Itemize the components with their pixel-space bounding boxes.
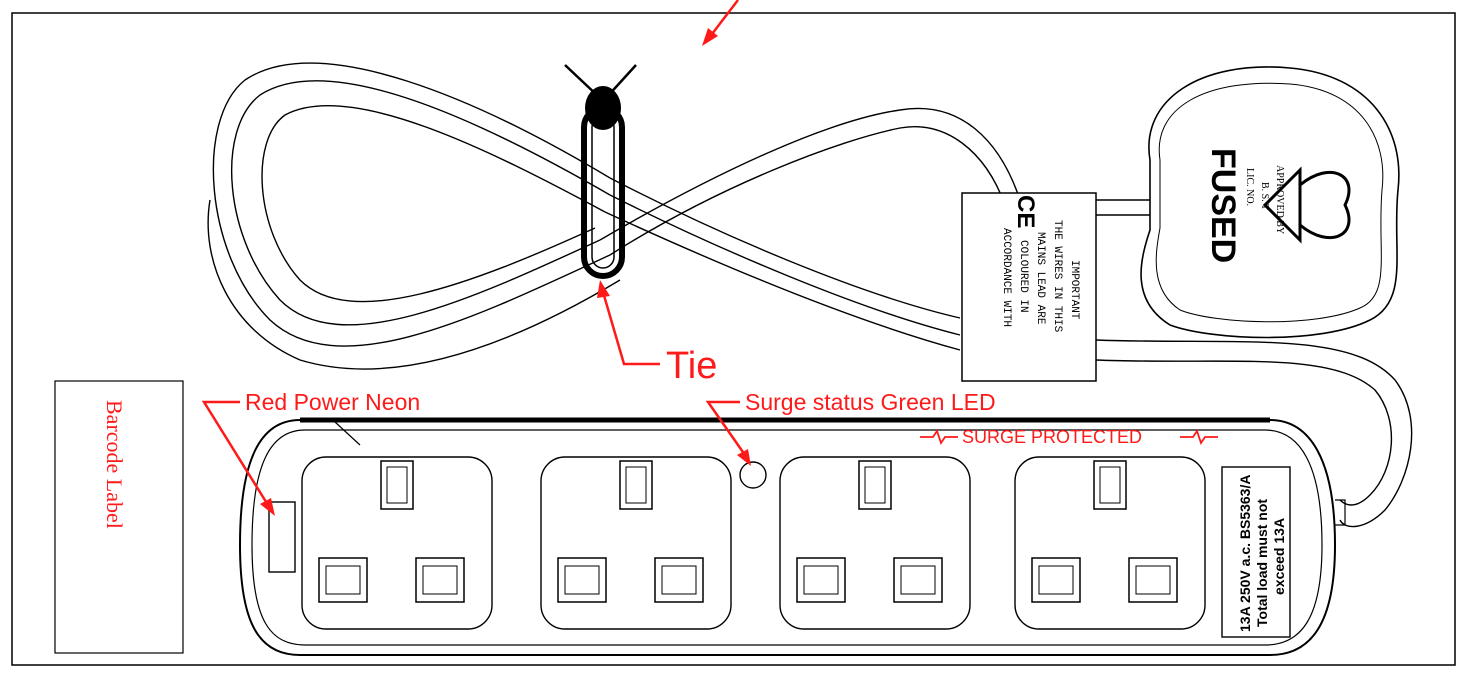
annotation-green-led-text: Surge status Green LED <box>745 389 996 415</box>
socket-2 <box>540 456 732 630</box>
drawing-frame <box>11 12 1456 666</box>
rating-line-3: exceed 13A <box>1271 518 1287 595</box>
rating-label-box: 13A 250V a.c. BS5363/A Total load must n… <box>1221 466 1291 638</box>
bsi-kitemark-icon <box>1262 166 1351 244</box>
barcode-label-box: Barcode Label <box>54 380 184 654</box>
surge-protected-marking: SURGE PROTECTED <box>920 427 1218 447</box>
socket-3 <box>779 456 971 630</box>
cable-tie <box>564 64 637 279</box>
tag-line-1: IMPORTANT <box>1068 260 1080 320</box>
annotation-red-power-neon-text: Red Power Neon <box>245 389 420 415</box>
plug-approved-text: APPROVED BY <box>1274 165 1285 234</box>
rating-line-1: 13A 250V a.c. BS5363/A <box>1237 475 1253 632</box>
socket-1 <box>301 456 493 630</box>
surge-protected-text: SURGE PROTECTED <box>962 427 1142 447</box>
tag-line-2: THE WIRES IN THIS <box>1051 220 1063 333</box>
plug: APPROVED BY B. S. T LIC. NO. FUSED <box>1140 66 1400 339</box>
plug-lic-text: LIC. NO. <box>1244 168 1255 206</box>
surge-status-green-led <box>739 461 767 489</box>
tag-line-5: ACCORDANCE WITH <box>1000 228 1012 327</box>
cable-label-tag: CE IMPORTANT THE WIRES IN THIS MAINS LEA… <box>961 192 1097 382</box>
annotation-green-led: Surge status Green LED <box>705 389 996 466</box>
plug-bst-text: B. S. T <box>1259 182 1270 210</box>
annotation-tie-text: Tie <box>666 345 717 387</box>
annotation-red-power-neon: Red Power Neon <box>201 389 420 516</box>
socket-4 <box>1014 456 1206 630</box>
barcode-label-text: Barcode Label <box>102 400 127 529</box>
top-arrow <box>702 0 739 46</box>
plug-fused-text: FUSED <box>1204 148 1242 263</box>
cable-coil <box>207 62 1413 528</box>
annotation-tie: Tie <box>597 280 717 387</box>
rating-line-2: Total load must not <box>1254 499 1270 627</box>
tag-line-3: MAINS LEAD ARE <box>1034 232 1046 325</box>
tag-ce-mark: CE <box>1012 195 1039 228</box>
tag-line-4: COLOURED IN <box>1017 240 1029 313</box>
